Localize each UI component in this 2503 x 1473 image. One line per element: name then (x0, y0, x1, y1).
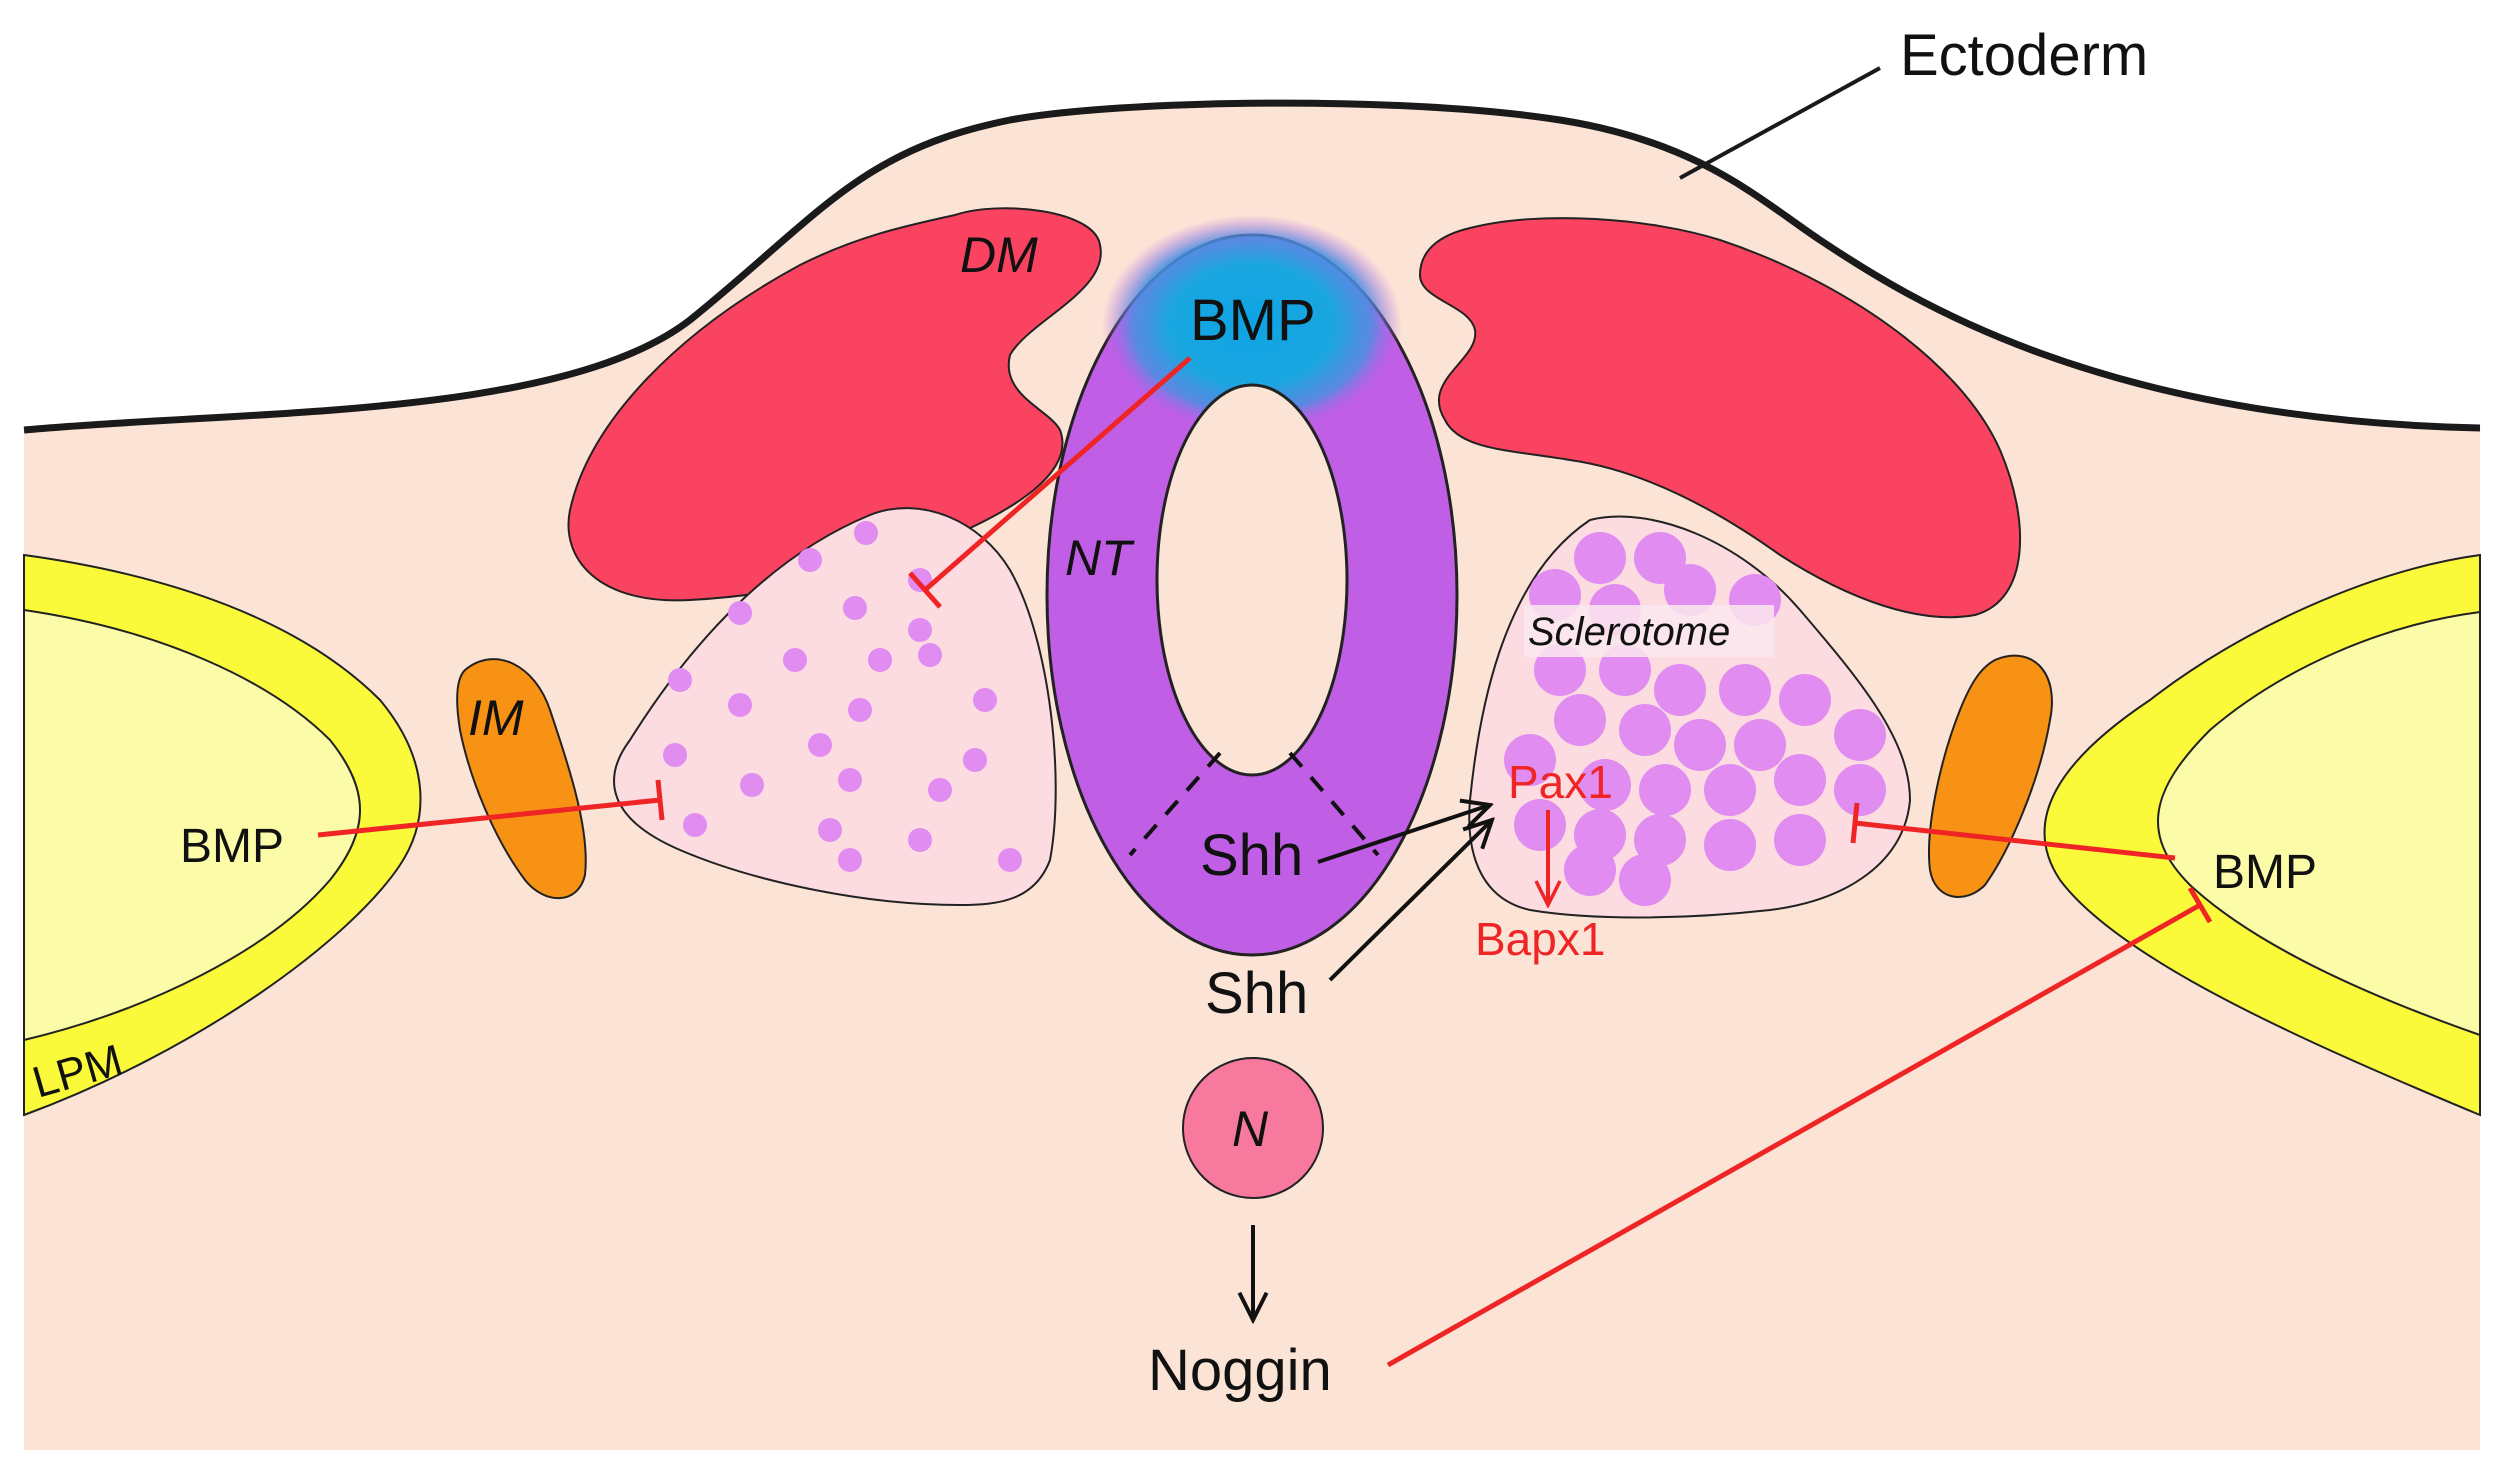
sclerotome-right-cell-19 (1639, 764, 1691, 816)
sclerotome-right-cell-5 (1664, 564, 1716, 616)
dermomyotome-right (1418, 217, 2021, 619)
sclerotome-right-cell-29 (1619, 854, 1671, 906)
sclerotome-left-cell-12 (973, 688, 997, 712)
label-noggin: Noggin (1148, 1338, 1332, 1403)
sclerotome-left-cell-8 (918, 643, 942, 667)
inhibition-noggin-bmp (1386, 886, 2213, 1368)
sclerotome-right-cell-13 (1619, 704, 1671, 756)
sclerotome-right-cell-9 (1654, 664, 1706, 716)
sclerotome-right-cell-17 (1504, 734, 1556, 786)
label-pax1: Pax1 (1508, 756, 1613, 808)
sclerotome-left-cell-17 (928, 778, 952, 802)
label-nt: NT (1065, 530, 1135, 586)
sclerotome-left-cell-14 (963, 748, 987, 772)
sclerotome-right-cell-16 (1834, 709, 1886, 761)
sclerotome-right-cell-14 (1674, 719, 1726, 771)
sclerotome-left-cell-16 (808, 733, 832, 757)
sclerotome-left-cell-10 (783, 648, 807, 672)
sclerotome-left-cell-13 (728, 693, 752, 717)
lpm-left-inner (23, 608, 361, 1042)
sclerotome-right-cell-21 (1774, 754, 1826, 806)
sclerotome-right-cell-25 (1634, 814, 1686, 866)
label-bmp-roof: BMP (1190, 288, 1316, 353)
sclerotome-right-cell-12 (1554, 694, 1606, 746)
sclerotome-right-cell-27 (1774, 814, 1826, 866)
sclerotome-left-cell-21 (818, 818, 842, 842)
label-shh-notochord: Shh (1205, 961, 1308, 1026)
label-notochord: N (1232, 1101, 1269, 1157)
sclerotome-right-cell-15 (1734, 719, 1786, 771)
sclerotome-right-cell-26 (1704, 819, 1756, 871)
label-ectoderm: Ectoderm (1900, 23, 2148, 88)
ectoderm-layer (23, 99, 2481, 434)
label-bmp-left: BMP (180, 820, 284, 873)
neural-tube-roof-plate-bmp (1102, 215, 1402, 435)
sclerotome-left-cell-18 (838, 768, 862, 792)
sclerotome-left-cell-20 (908, 828, 932, 852)
sclerotome-left (613, 507, 1057, 907)
sclerotome-right-cell-22 (1834, 764, 1886, 816)
lpm-right-inner (2157, 610, 2481, 1037)
sclerotome-right-cell-18 (1579, 759, 1631, 811)
sclerotome-left-cell-15 (663, 743, 687, 767)
sclerotome-right-cell-20 (1704, 764, 1756, 816)
sclerotome-left-cell-6 (728, 601, 752, 625)
sclerotome-right-cell-1 (1574, 532, 1626, 584)
sclerotome-right-cell-11 (1779, 674, 1831, 726)
sclerotome-left-dots (663, 521, 1022, 872)
sclerotome-left-cell-22 (683, 813, 707, 837)
arrow-shh-floorplate-pax1 (1317, 805, 1490, 864)
label-dm: DM (960, 227, 1038, 283)
sclerotome-left-cell-7 (868, 648, 892, 672)
notochord (1182, 1057, 1324, 1199)
sclerotome-left-cell-23 (998, 848, 1022, 872)
sclerotome-left-cell-11 (848, 698, 872, 722)
sclerotome-left-cell-5 (908, 618, 932, 642)
sclerotome-right-cell-28 (1564, 844, 1616, 896)
label-sclerotome: Sclerotome (1528, 610, 1730, 654)
label-shh-floorplate: Shh (1200, 823, 1303, 888)
sclerotome-left-cell-1 (854, 521, 878, 545)
intermediate-mesoderm-left (456, 658, 587, 900)
ectoderm-pointer (1679, 66, 1881, 180)
arrow-shh-notochord-pax1 (1328, 820, 1492, 982)
sclerotome-right-cell-23 (1514, 799, 1566, 851)
sclerotome-label-backdrop (1524, 605, 1774, 657)
neural-tube-lumen (1155, 383, 1349, 777)
inhibition-bmp-roof (908, 356, 1192, 609)
floor-plate-boundary (1128, 751, 1380, 857)
inhibition-bmp-right (1850, 802, 2176, 861)
sclerotome-left-cell-19 (740, 773, 764, 797)
inhibition-bmp-left (317, 779, 665, 838)
sclerotome-left-cell-24 (838, 848, 862, 872)
label-bapx1: Bapx1 (1475, 913, 1605, 965)
sclerotome-right-cell-10 (1719, 664, 1771, 716)
sclerotome-left-cell-9 (668, 668, 692, 692)
label-bmp-right: BMP (2213, 846, 2317, 899)
label-im: IM (468, 690, 524, 746)
sclerotome-left-cell-4 (843, 596, 867, 620)
sclerotome-left-cell-2 (798, 548, 822, 572)
